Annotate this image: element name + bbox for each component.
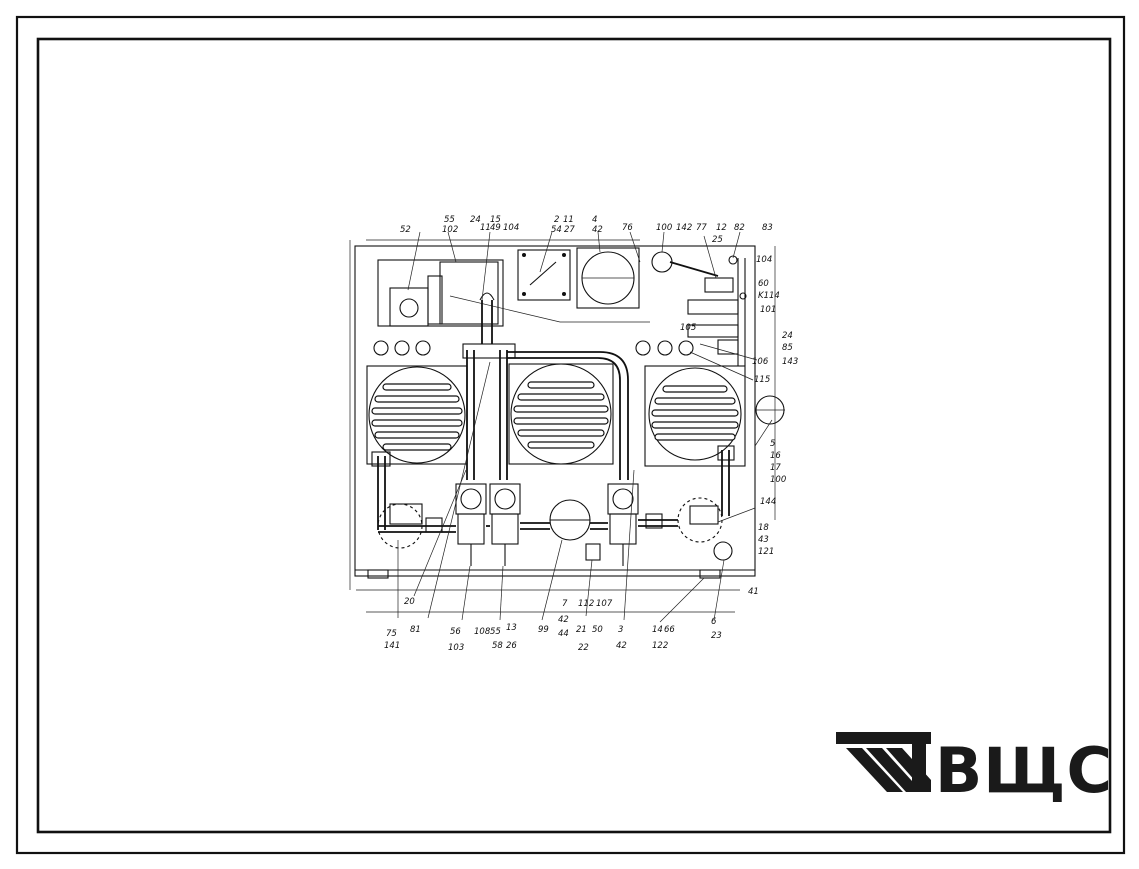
callout-label: 41 — [748, 587, 759, 597]
callout-label: 55 — [444, 215, 455, 225]
callout-label: K114 — [758, 291, 780, 301]
callout-label: 102 — [442, 225, 458, 235]
callout-labels: 52 55 102 24 11 15 49 104 2 11 54 27 4 4… — [384, 215, 798, 653]
callout-label: 49 — [490, 223, 501, 233]
callout-label: 121 — [758, 547, 774, 557]
callout-label: 76 — [622, 223, 633, 233]
callout-label: 50 — [592, 625, 603, 635]
callout-label: 21 — [576, 625, 587, 635]
callout-label: 99 — [538, 625, 549, 635]
callout-label: 54 — [551, 225, 562, 235]
valve-row — [377, 483, 733, 566]
callout-label: 115 — [754, 375, 770, 385]
callout-label: 83 — [762, 223, 773, 233]
callout-label: 16 — [770, 451, 781, 461]
callout-label: 3 — [618, 625, 623, 635]
callout-label: 42 — [558, 615, 569, 625]
fan-grille-center — [508, 363, 614, 465]
callout-label: 100 — [656, 223, 672, 233]
callout-label: 107 — [596, 599, 613, 609]
callout-label: 44 — [558, 629, 569, 639]
triple-bar-t-logo-icon — [836, 732, 931, 792]
callout-label: 11 — [480, 223, 491, 233]
callout-label: 112 — [578, 599, 594, 609]
callout-label: 81 — [410, 625, 421, 635]
callout-label: 18 — [758, 523, 769, 533]
callout-label: 144 — [760, 497, 776, 507]
callout-label: 6 — [711, 617, 717, 627]
fan-grille-left — [366, 365, 468, 465]
callout-label: 24 — [782, 331, 793, 341]
callout-label: 14 — [652, 625, 663, 635]
callout-label: 141 — [384, 641, 400, 651]
callout-label: 105 — [680, 323, 696, 333]
callout-label: 42 — [592, 225, 603, 235]
callout-label: 23 — [711, 631, 722, 641]
callout-label: 56 — [450, 627, 461, 637]
callout-label: 13 — [506, 623, 517, 633]
callout-label: 75 — [386, 629, 397, 639]
vshchs-logo: ВЩС — [836, 732, 1113, 807]
panel-assembly-drawing — [349, 231, 785, 623]
callout-label: 11 — [563, 215, 574, 225]
callout-label: 82 — [734, 223, 745, 233]
callout-label: 103 — [448, 643, 464, 653]
callout-label: 15 — [490, 215, 501, 225]
callout-label: 27 — [564, 225, 575, 235]
callout-label: 100 — [770, 475, 786, 485]
callout-label: 20 — [404, 597, 415, 607]
callout-label: 5 — [770, 439, 775, 449]
outer-frame — [15, 15, 1126, 855]
fan-grille-right — [644, 365, 746, 467]
callout-label: 77 — [696, 223, 707, 233]
callout-label: 25 — [712, 235, 723, 245]
callout-label: 52 — [400, 225, 411, 235]
callout-label: 108 — [474, 627, 491, 637]
callout-label: 85 — [782, 343, 793, 353]
callout-label: 106 — [752, 357, 769, 367]
callout-label: 7 — [562, 599, 568, 609]
brand-text: ВЩС — [935, 734, 1113, 807]
callout-label: 142 — [676, 223, 692, 233]
callout-label: 17 — [770, 463, 781, 473]
callout-label: 66 — [664, 625, 675, 635]
callout-label: 2 — [554, 215, 559, 225]
callout-label: 104 — [503, 223, 519, 233]
callout-label: 58 — [492, 641, 503, 651]
callout-label: 122 — [652, 641, 668, 651]
callout-label: 42 — [616, 641, 627, 651]
callout-label: 43 — [758, 535, 769, 545]
callout-label: 24 — [470, 215, 481, 225]
callout-label: 101 — [760, 305, 776, 315]
callout-label: 22 — [578, 643, 589, 653]
callout-label: 55 — [490, 627, 501, 637]
inner-frame — [36, 37, 1112, 834]
callout-label: 60 — [758, 279, 769, 289]
callout-label: 143 — [782, 357, 798, 367]
callout-label: 26 — [506, 641, 517, 651]
callout-label: 104 — [756, 255, 772, 265]
callout-label: 4 — [592, 215, 597, 225]
callout-label: 12 — [716, 223, 727, 233]
